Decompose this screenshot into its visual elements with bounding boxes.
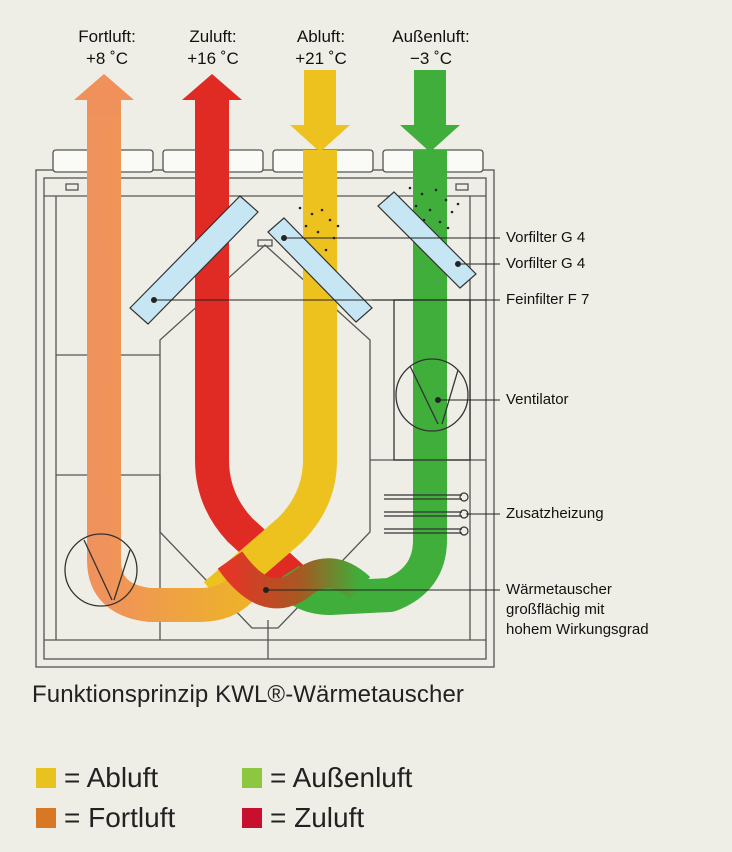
fortluft-arrow — [74, 74, 134, 115]
zuluft-temp: +16 ˚C — [187, 49, 239, 68]
legend-item-aussenluft: = Außenluft — [242, 762, 412, 794]
legend-item-zuluft: = Zuluft — [242, 802, 364, 834]
zuluft-arrow — [182, 74, 242, 115]
callout-feinfilter: Feinfilter F 7 — [506, 291, 590, 308]
vorfilter-g4-aussenluft — [377, 191, 477, 289]
abluft-name: Abluft: — [296, 27, 346, 46]
heating-rods — [384, 492, 469, 536]
fortluft-temp: +8 ˚C — [85, 49, 129, 68]
callout-ventilator: Ventilator — [506, 391, 569, 408]
filters — [129, 191, 477, 325]
abluft-arrow — [290, 70, 350, 152]
legend-swatch-fortluft — [36, 808, 56, 828]
waermetauscher-line-1: Wärmetauscher — [506, 581, 612, 598]
waermetauscher-line-2: großflächig mit — [506, 601, 605, 618]
legend-label-aussenluft: = Außenluft — [270, 762, 413, 793]
legend-swatch-zuluft — [242, 808, 262, 828]
ventilator-lower — [64, 533, 138, 607]
callout-waermetauscher: Wärmetauscher großflächig mit hohem Wirk… — [506, 580, 649, 640]
legend-item-abluft: = Abluft — [36, 762, 158, 794]
fortluft-name: Fortluft: — [78, 27, 136, 46]
callout-zusatzheizung: Zusatzheizung — [506, 505, 604, 522]
legend-swatch-aussenluft — [242, 768, 262, 788]
aussenluft-name: Außenluft: — [392, 27, 470, 46]
aussenluft-temp: −3 ˚C — [409, 49, 453, 68]
aussenluft-label: Außenluft: −3 ˚C — [376, 26, 486, 70]
heat-exchanger-diagram — [35, 70, 500, 668]
zuluft-name: Zuluft: — [189, 27, 237, 46]
legend-label-zuluft: = Zuluft — [270, 802, 365, 833]
airflows — [87, 100, 447, 622]
abluft-temp: +21 ˚C — [295, 49, 347, 68]
legend-label-fortluft: = Fortluft — [64, 802, 176, 833]
waermetauscher-line-3: hohem Wirkungsgrad — [506, 621, 649, 638]
callout-vorfilter-1: Vorfilter G 4 — [506, 229, 586, 246]
flow-arrows — [74, 70, 460, 152]
callout-lines — [151, 235, 500, 593]
aussenluft-arrow — [400, 70, 460, 152]
legend-label-abluft: = Abluft — [64, 762, 159, 793]
legend-swatch-abluft — [36, 768, 56, 788]
diagram-caption: Funktionsprinzip KWL®-Wärmetauscher — [32, 681, 464, 708]
vorfilter-g4-abluft — [267, 217, 373, 323]
legend-item-fortluft: = Fortluft — [36, 802, 175, 834]
zuluft-label: Zuluft: +16 ˚C — [158, 26, 268, 70]
feinfilter-f7 — [129, 195, 259, 325]
ventilator-upper — [393, 299, 471, 461]
fortluft-label: Fortluft: +8 ˚C — [52, 26, 162, 70]
callout-vorfilter-2: Vorfilter G 4 — [506, 255, 586, 272]
abluft-label: Abluft: +21 ˚C — [266, 26, 376, 70]
